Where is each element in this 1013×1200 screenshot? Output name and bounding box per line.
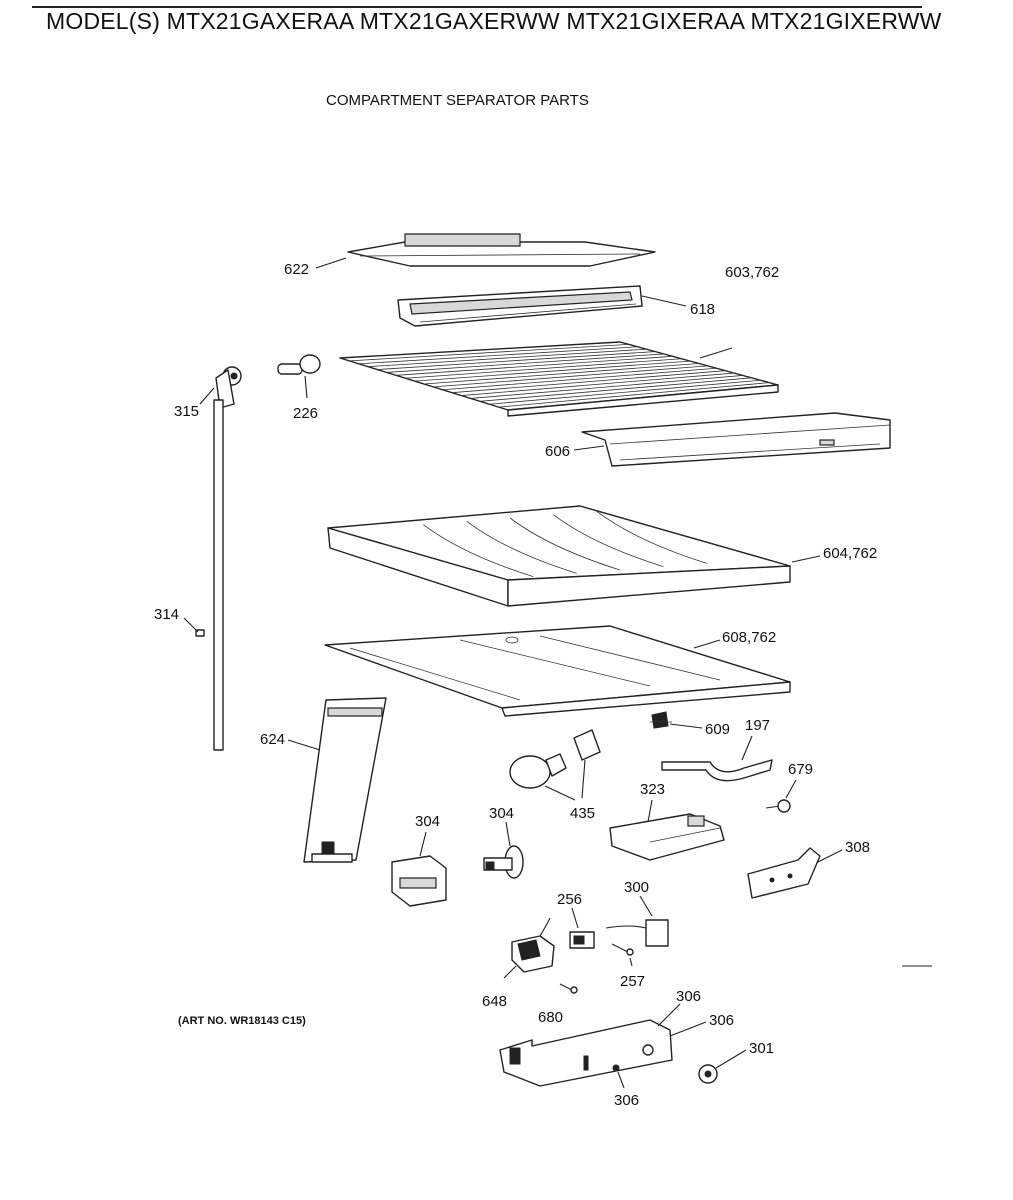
callout-624: 624 (260, 731, 285, 748)
part-315-hinge (215, 366, 242, 409)
callout-680: 680 (538, 1009, 563, 1026)
callout-679: 679 (788, 761, 813, 778)
callout-257: 257 (620, 973, 645, 990)
callout-226: 226 (293, 405, 318, 422)
callout-648: 648 (482, 993, 507, 1010)
top-rule (32, 6, 922, 8)
part-648-module (511, 917, 555, 973)
pan-rib (466, 521, 577, 574)
part-vertical-rod (213, 399, 224, 751)
part-435-bulb (509, 729, 601, 789)
callout-604: 604,762 (823, 545, 877, 562)
art-number: (ART NO. WR18143 C15) (178, 1015, 306, 1027)
part-226-plug (277, 354, 321, 375)
grille-bar (386, 353, 664, 373)
callout-306c: 306 (614, 1092, 639, 1109)
grille-bar (451, 370, 726, 394)
grille-bar (433, 365, 708, 388)
grille-bar (358, 346, 638, 365)
callout-300: 300 (624, 879, 649, 896)
callout-315: 315 (174, 403, 199, 420)
part-618-bracket (397, 285, 643, 327)
part-624-duct (303, 697, 387, 863)
grille-bar (414, 360, 691, 382)
callout-308: 308 (845, 839, 870, 856)
part-606-tray (581, 412, 891, 467)
callout-609: 609 (705, 721, 730, 738)
callout-304a: 304 (415, 813, 440, 830)
part-609-clip (650, 711, 672, 729)
grille-bar (498, 382, 770, 408)
part-679-screw (765, 799, 791, 813)
callout-256: 256 (557, 891, 582, 908)
callout-435: 435 (570, 805, 595, 822)
callout-608: 608,762 (722, 629, 776, 646)
pan-rib (596, 511, 707, 564)
part-604-pan (327, 505, 791, 607)
part-622-cover (347, 233, 656, 267)
callout-306b: 306 (709, 1012, 734, 1029)
pan-rib (423, 524, 534, 578)
callout-618: 618 (690, 301, 715, 318)
grille-bar (395, 355, 673, 376)
grille-bar (349, 343, 629, 362)
grille-bar (479, 377, 752, 402)
part-680-screw (559, 983, 578, 994)
part-603-grille-shelf (339, 341, 779, 417)
grille-bar (461, 372, 735, 396)
grille-bar (470, 375, 743, 399)
callout-603: 603,762 (725, 264, 779, 281)
part-257-screw (611, 943, 634, 956)
callout-304b: 304 (489, 805, 514, 822)
model-header: MODEL(S) MTX21GAXERAA MTX21GAXERWW MTX21… (46, 8, 942, 34)
callout-606: 606 (545, 443, 570, 460)
grille-bar (377, 351, 656, 370)
callout-301: 301 (749, 1040, 774, 1057)
grille-bar (367, 348, 647, 368)
grille-bar (489, 379, 761, 405)
grille-bar (423, 363, 700, 385)
part-314-clip (195, 629, 205, 637)
callout-323: 323 (640, 781, 665, 798)
part-301-knob (698, 1064, 718, 1084)
grille-bar (442, 367, 717, 391)
part-256-switch (569, 931, 595, 949)
grille-bar (405, 358, 682, 379)
part-304-housing (391, 855, 447, 907)
part-308-plate (747, 847, 821, 899)
part-197-strap (661, 759, 773, 782)
pan-rib (553, 514, 664, 568)
callout-197: 197 (745, 717, 770, 734)
part-323-box (609, 813, 725, 861)
section-title: COMPARTMENT SEPARATOR PARTS (326, 92, 589, 109)
part-608-pan (324, 625, 791, 717)
callout-306a: 306 (676, 988, 701, 1005)
part-306-bracket (499, 1019, 673, 1087)
part-300-switch (605, 919, 669, 947)
part-304-knob (483, 845, 524, 879)
pan-rib (509, 517, 621, 571)
callout-314: 314 (154, 606, 179, 623)
callout-622: 622 (284, 261, 309, 278)
